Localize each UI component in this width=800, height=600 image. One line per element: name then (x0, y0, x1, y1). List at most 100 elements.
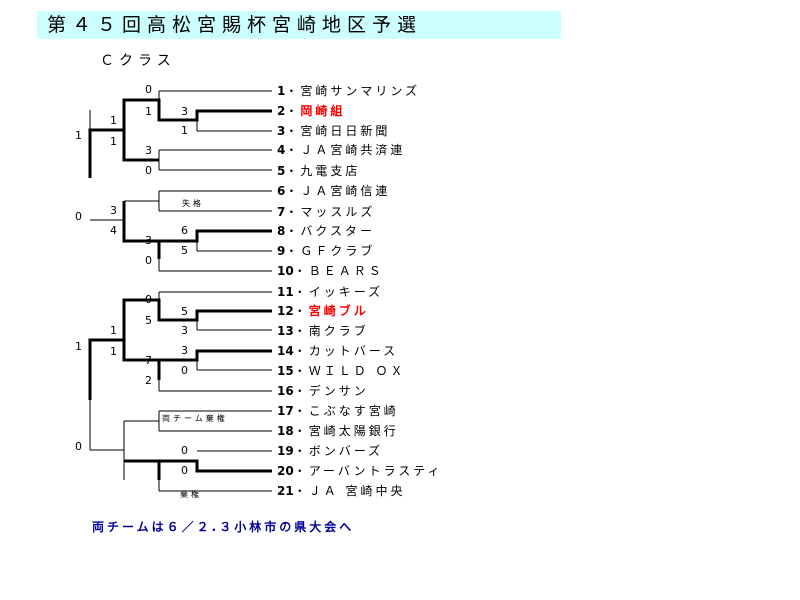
team-entry: 9・ＧＦクラブ (277, 244, 375, 258)
team-name: デンサン (308, 384, 369, 398)
team-number: 10 (277, 264, 294, 278)
team-separator: ・ (285, 143, 301, 157)
score-label: 6 (181, 224, 188, 237)
team-name: 岡崎組 (300, 104, 346, 118)
team-separator: ・ (293, 264, 309, 278)
team-separator: ・ (293, 384, 309, 398)
team-entry: 10・ＢＥＡＲＳ (277, 264, 384, 278)
team-separator: ・ (293, 424, 309, 438)
score-label: 1 (110, 114, 117, 127)
score-label: 1 (75, 129, 82, 142)
team-separator: ・ (293, 364, 309, 378)
score-label: 0 (75, 440, 82, 453)
team-number: 6 (277, 184, 286, 198)
score-label: 0 (145, 293, 152, 306)
team-entry: 12・宮崎ブル (277, 304, 369, 318)
team-number: 11 (277, 285, 294, 299)
score-label: 7 (145, 354, 152, 367)
team-separator: ・ (285, 124, 301, 138)
page-title: 第４５回高松宮賜杯宮崎地区予選 (37, 11, 561, 39)
score-label: 5 (181, 305, 188, 318)
team-number: 5 (277, 164, 286, 178)
team-separator: ・ (285, 84, 301, 98)
team-separator: ・ (293, 444, 309, 458)
team-entry: 19・ボンバーズ (277, 444, 383, 458)
team-number: 2 (277, 104, 286, 118)
score-label: 5 (181, 244, 188, 257)
team-name: カットバース (308, 344, 399, 358)
score-label: 3 (181, 344, 188, 357)
team-name: 宮崎日日新聞 (300, 124, 391, 138)
team-name: 宮崎ブル (308, 304, 369, 318)
winner-line (122, 130, 159, 162)
team-number: 4 (277, 143, 286, 157)
team-separator: ・ (293, 464, 309, 478)
score-label: 1 (110, 345, 117, 358)
score-label: 0 (181, 364, 188, 377)
score-label: 0 (181, 444, 188, 457)
team-entry: 6・ＪＡ宮崎信連 (277, 184, 390, 198)
score-label: 2 (145, 374, 152, 387)
team-entry: 13・南クラブ (277, 324, 369, 338)
team-entry: 17・こぶなす宮崎 (277, 404, 399, 418)
score-label: 1 (75, 340, 82, 353)
score-label: 3 (181, 105, 188, 118)
note-disqualified: 失格 (182, 199, 204, 208)
score-label: 1 (110, 324, 117, 337)
team-number: 19 (277, 444, 294, 458)
team-number: 21 (277, 484, 294, 498)
winner-line (122, 201, 272, 259)
team-name: ＧＦクラブ (300, 244, 376, 258)
team-name: マッスルズ (300, 205, 376, 219)
team-separator: ・ (285, 104, 301, 118)
team-name: イッキーズ (308, 285, 384, 299)
team-name: ＪＡ宮崎信連 (300, 184, 391, 198)
score-label: 0 (145, 83, 152, 96)
score-label: 0 (145, 254, 152, 267)
score-label: 1 (145, 105, 152, 118)
team-number: 3 (277, 124, 286, 138)
score-label: 4 (110, 224, 117, 237)
team-separator: ・ (285, 224, 301, 238)
team-entry: 18・宮崎太陽銀行 (277, 424, 399, 438)
team-entry: 8・バクスター (277, 224, 375, 238)
team-separator: ・ (293, 344, 309, 358)
team-separator: ・ (285, 205, 301, 219)
score-label: 5 (145, 314, 152, 327)
score-label: 0 (181, 464, 188, 477)
team-entry: 20・アーバントラスティ (277, 464, 443, 478)
team-separator: ・ (285, 164, 301, 178)
note-both-forfeit: 両チーム棄権 (162, 414, 228, 423)
score-label: 3 (110, 204, 117, 217)
team-separator: ・ (293, 304, 309, 318)
team-entry: 2・岡崎組 (277, 104, 345, 118)
team-name: ＢＥＡＲＳ (308, 264, 384, 278)
winner-line (88, 98, 272, 178)
team-number: 17 (277, 404, 294, 418)
team-number: 20 (277, 464, 294, 478)
team-number: 12 (277, 304, 294, 318)
team-name: ボンバーズ (308, 444, 384, 458)
team-name: ＷＩＬＤ ＯＸ (308, 364, 406, 378)
score-label: 3 (145, 234, 152, 247)
team-name: こぶなす宮崎 (308, 404, 399, 418)
team-separator: ・ (293, 404, 309, 418)
team-entry: 21・ＪＡ 宮崎中央 (277, 484, 406, 498)
note-forfeit: 棄権 (180, 490, 202, 499)
team-separator: ・ (293, 324, 309, 338)
team-name: 宮崎太陽銀行 (308, 424, 399, 438)
winner-line (88, 298, 272, 400)
team-name: バクスター (300, 224, 376, 238)
team-separator: ・ (285, 244, 301, 258)
team-name: 九電支店 (300, 164, 361, 178)
team-number: 7 (277, 205, 286, 219)
score-label: 3 (145, 144, 152, 157)
team-separator: ・ (293, 484, 309, 498)
score-label: 0 (75, 210, 82, 223)
team-name: 宮崎サンマリンズ (300, 84, 421, 98)
team-number: 13 (277, 324, 294, 338)
team-entry: 7・マッスルズ (277, 205, 375, 219)
team-entry: 3・宮崎日日新聞 (277, 124, 390, 138)
footer-note: 両チームは６／２.３小林市の県大会へ (92, 520, 355, 534)
